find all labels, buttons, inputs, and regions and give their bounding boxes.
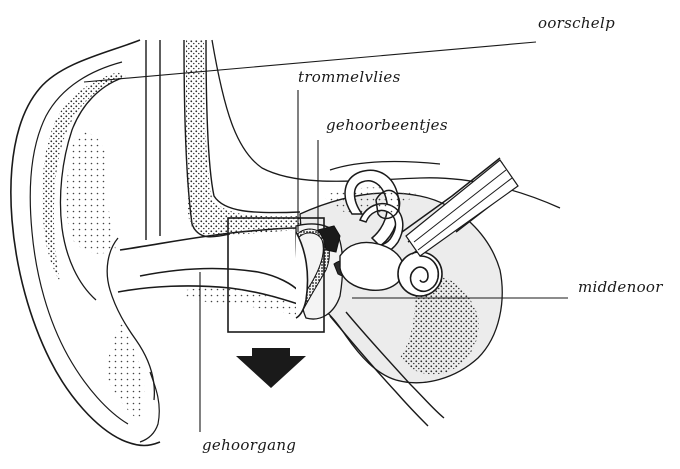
canal-shading [186,288,304,316]
label-oorschelp: oorschelp [538,14,615,32]
label-trommelvlies: trommelvlies [298,68,401,86]
down-arrow-icon [236,348,306,388]
label-gehoorbeentjes: gehoorbeentjes [326,116,448,134]
lobe-shading [104,320,145,420]
cochlea [398,252,442,296]
concha-shading [67,132,116,254]
temporal-shading [186,40,300,236]
canal-lateral [376,190,400,218]
label-gehoorgang: gehoorgang [202,436,296,454]
label-middenoor: middenoor [578,278,663,296]
